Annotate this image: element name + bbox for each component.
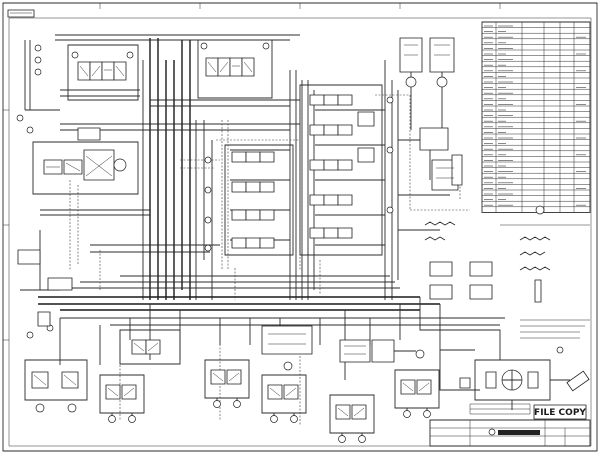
left-control-block [17, 115, 138, 194]
company-emblem [489, 429, 495, 435]
top-right-subassemblies [400, 38, 462, 190]
top-valve-assembly-right [198, 40, 272, 98]
file-copy-stamp: FILE COPY [534, 405, 586, 419]
company-logo [498, 430, 540, 435]
pump-motor-group [440, 347, 589, 410]
right-valve-bank [300, 85, 393, 255]
bottom-actuator-cluster [100, 360, 439, 443]
parts-list-table [482, 22, 590, 212]
file-copy-stamp-text: FILE COPY [534, 408, 586, 418]
center-pressure-unit [340, 340, 424, 362]
mid-valve-group [120, 326, 312, 370]
revision-notes [470, 404, 530, 414]
top-valve-assembly-left [35, 45, 138, 100]
center-valve-bank [205, 145, 293, 255]
left-bottom-actuators [18, 250, 87, 412]
hydraulic-lines [20, 35, 505, 425]
sheet-border [3, 3, 597, 451]
corner-note-block [8, 10, 34, 17]
right-side-symbols [425, 206, 590, 338]
title-block [430, 420, 590, 446]
